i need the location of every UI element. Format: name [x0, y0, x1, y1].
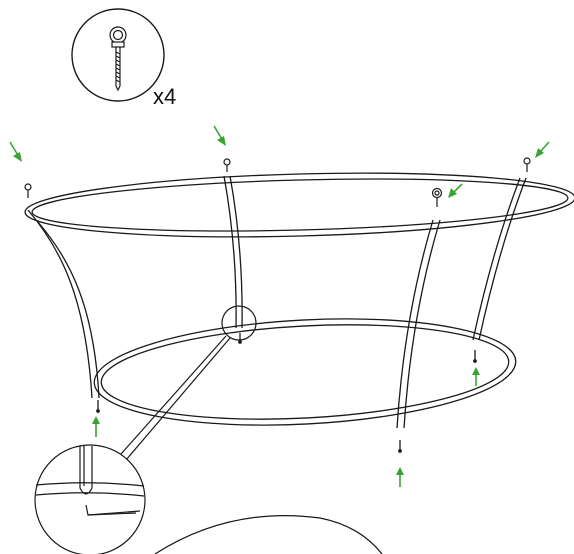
pin-back	[238, 333, 242, 344]
quantity-label: x4	[153, 84, 176, 109]
top-ring-inner	[31, 178, 569, 232]
bottom-ring-inner	[100, 324, 510, 420]
eye-bolts	[24, 157, 531, 207]
eye-bolt-right	[523, 157, 531, 172]
pin-right	[473, 350, 477, 363]
lamp-frame-icon	[24, 172, 574, 429]
part-callout-circle	[71, 8, 165, 102]
arrow-up-front	[396, 467, 404, 487]
eye-bolt-icon	[109, 26, 127, 92]
pin-front	[398, 440, 402, 453]
strut-back	[223, 175, 243, 329]
part-callout: x4	[71, 8, 176, 109]
green-arrows	[9, 125, 550, 487]
zoom-detail-content	[35, 446, 145, 516]
pin-detail-icon	[34, 305, 257, 554]
zoom-detail-circle	[34, 444, 146, 554]
lower-detail-arc	[154, 515, 383, 554]
arrow-up-left	[92, 416, 100, 437]
leader-line-1	[112, 335, 227, 464]
eye-bolt-back	[223, 158, 231, 172]
eye-bolt-left	[24, 183, 32, 198]
leader-line-2	[125, 337, 231, 461]
pin-left	[96, 400, 100, 413]
zoom-source-circle	[221, 305, 257, 341]
strut-right	[472, 177, 527, 341]
arrow-down-front	[448, 183, 463, 198]
bottom-ring-outer	[93, 318, 517, 426]
strut-left	[27, 209, 100, 399]
arrow-down-right	[535, 141, 550, 158]
pins	[96, 333, 477, 453]
top-ring-outer	[24, 172, 574, 238]
arrow-down-left	[9, 141, 22, 162]
arrow-down-back	[213, 125, 226, 146]
arrow-up-right	[472, 367, 480, 386]
eye-bolt-front	[431, 187, 443, 207]
strut-front-right	[396, 219, 441, 429]
